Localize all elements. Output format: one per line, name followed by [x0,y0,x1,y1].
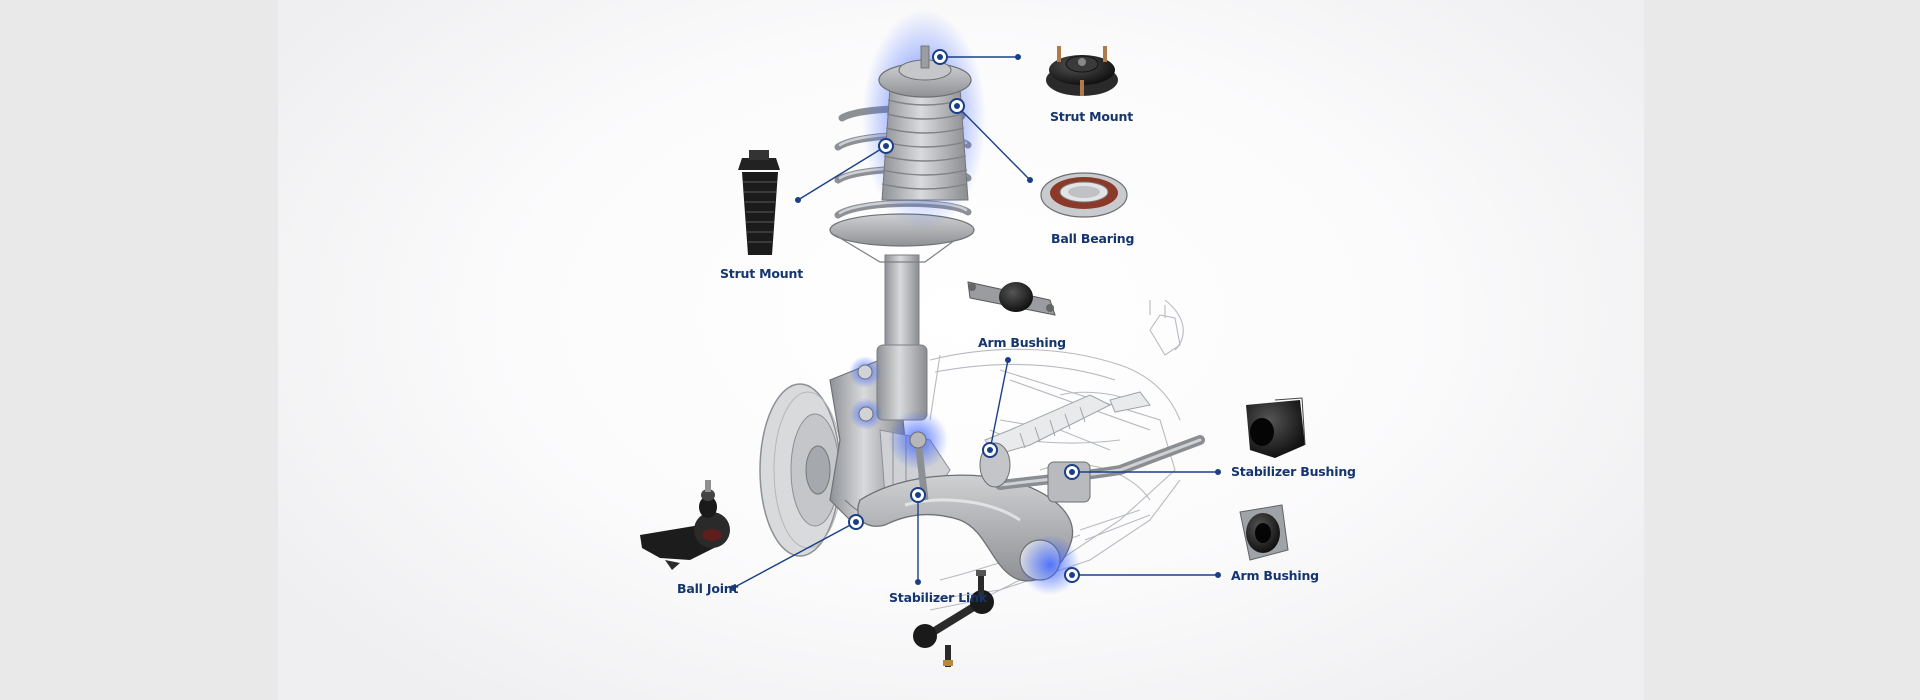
label-arm-bushing-center: Arm Bushing [978,335,1066,350]
stabilizer-bushing-thumbnail [1246,397,1306,458]
ball-bearing-thumbnail [1040,172,1128,218]
label-strut-mount-left: Strut Mount [720,266,803,281]
label-stabilizer-bushing: Stabilizer Bushing [1231,464,1356,479]
steering-rack-sketch [984,391,1151,456]
label-stabilizer-link: Stabilizer Link [889,590,987,605]
callout-end-dots [730,54,1221,591]
strut-boot [878,45,972,201]
callout-target-centers [853,54,1075,578]
callout-lines [732,56,1218,589]
label-ball-joint: Ball Joint [677,581,739,596]
stabilizer-link-diagram [888,410,948,501]
lower-ball-glow [1020,535,1080,595]
label-ball-bearing: Ball Bearing [1051,231,1135,246]
knuckle-bolts [849,356,882,430]
ball-joint-thumbnail [640,480,730,570]
stabilizer-link-thumbnail [913,570,994,667]
arm-bushing-center-thumbnail [967,281,1056,316]
brake-disc [759,383,843,557]
label-strut-mount-top: Strut Mount [1050,109,1133,124]
label-arm-bushing-right: Arm Bushing [1231,568,1319,583]
strut-mount-left-thumbnail [738,150,780,255]
strut-mount-top-thumbnail [1046,46,1118,96]
arm-bushing-right-thumbnail [1239,504,1289,561]
